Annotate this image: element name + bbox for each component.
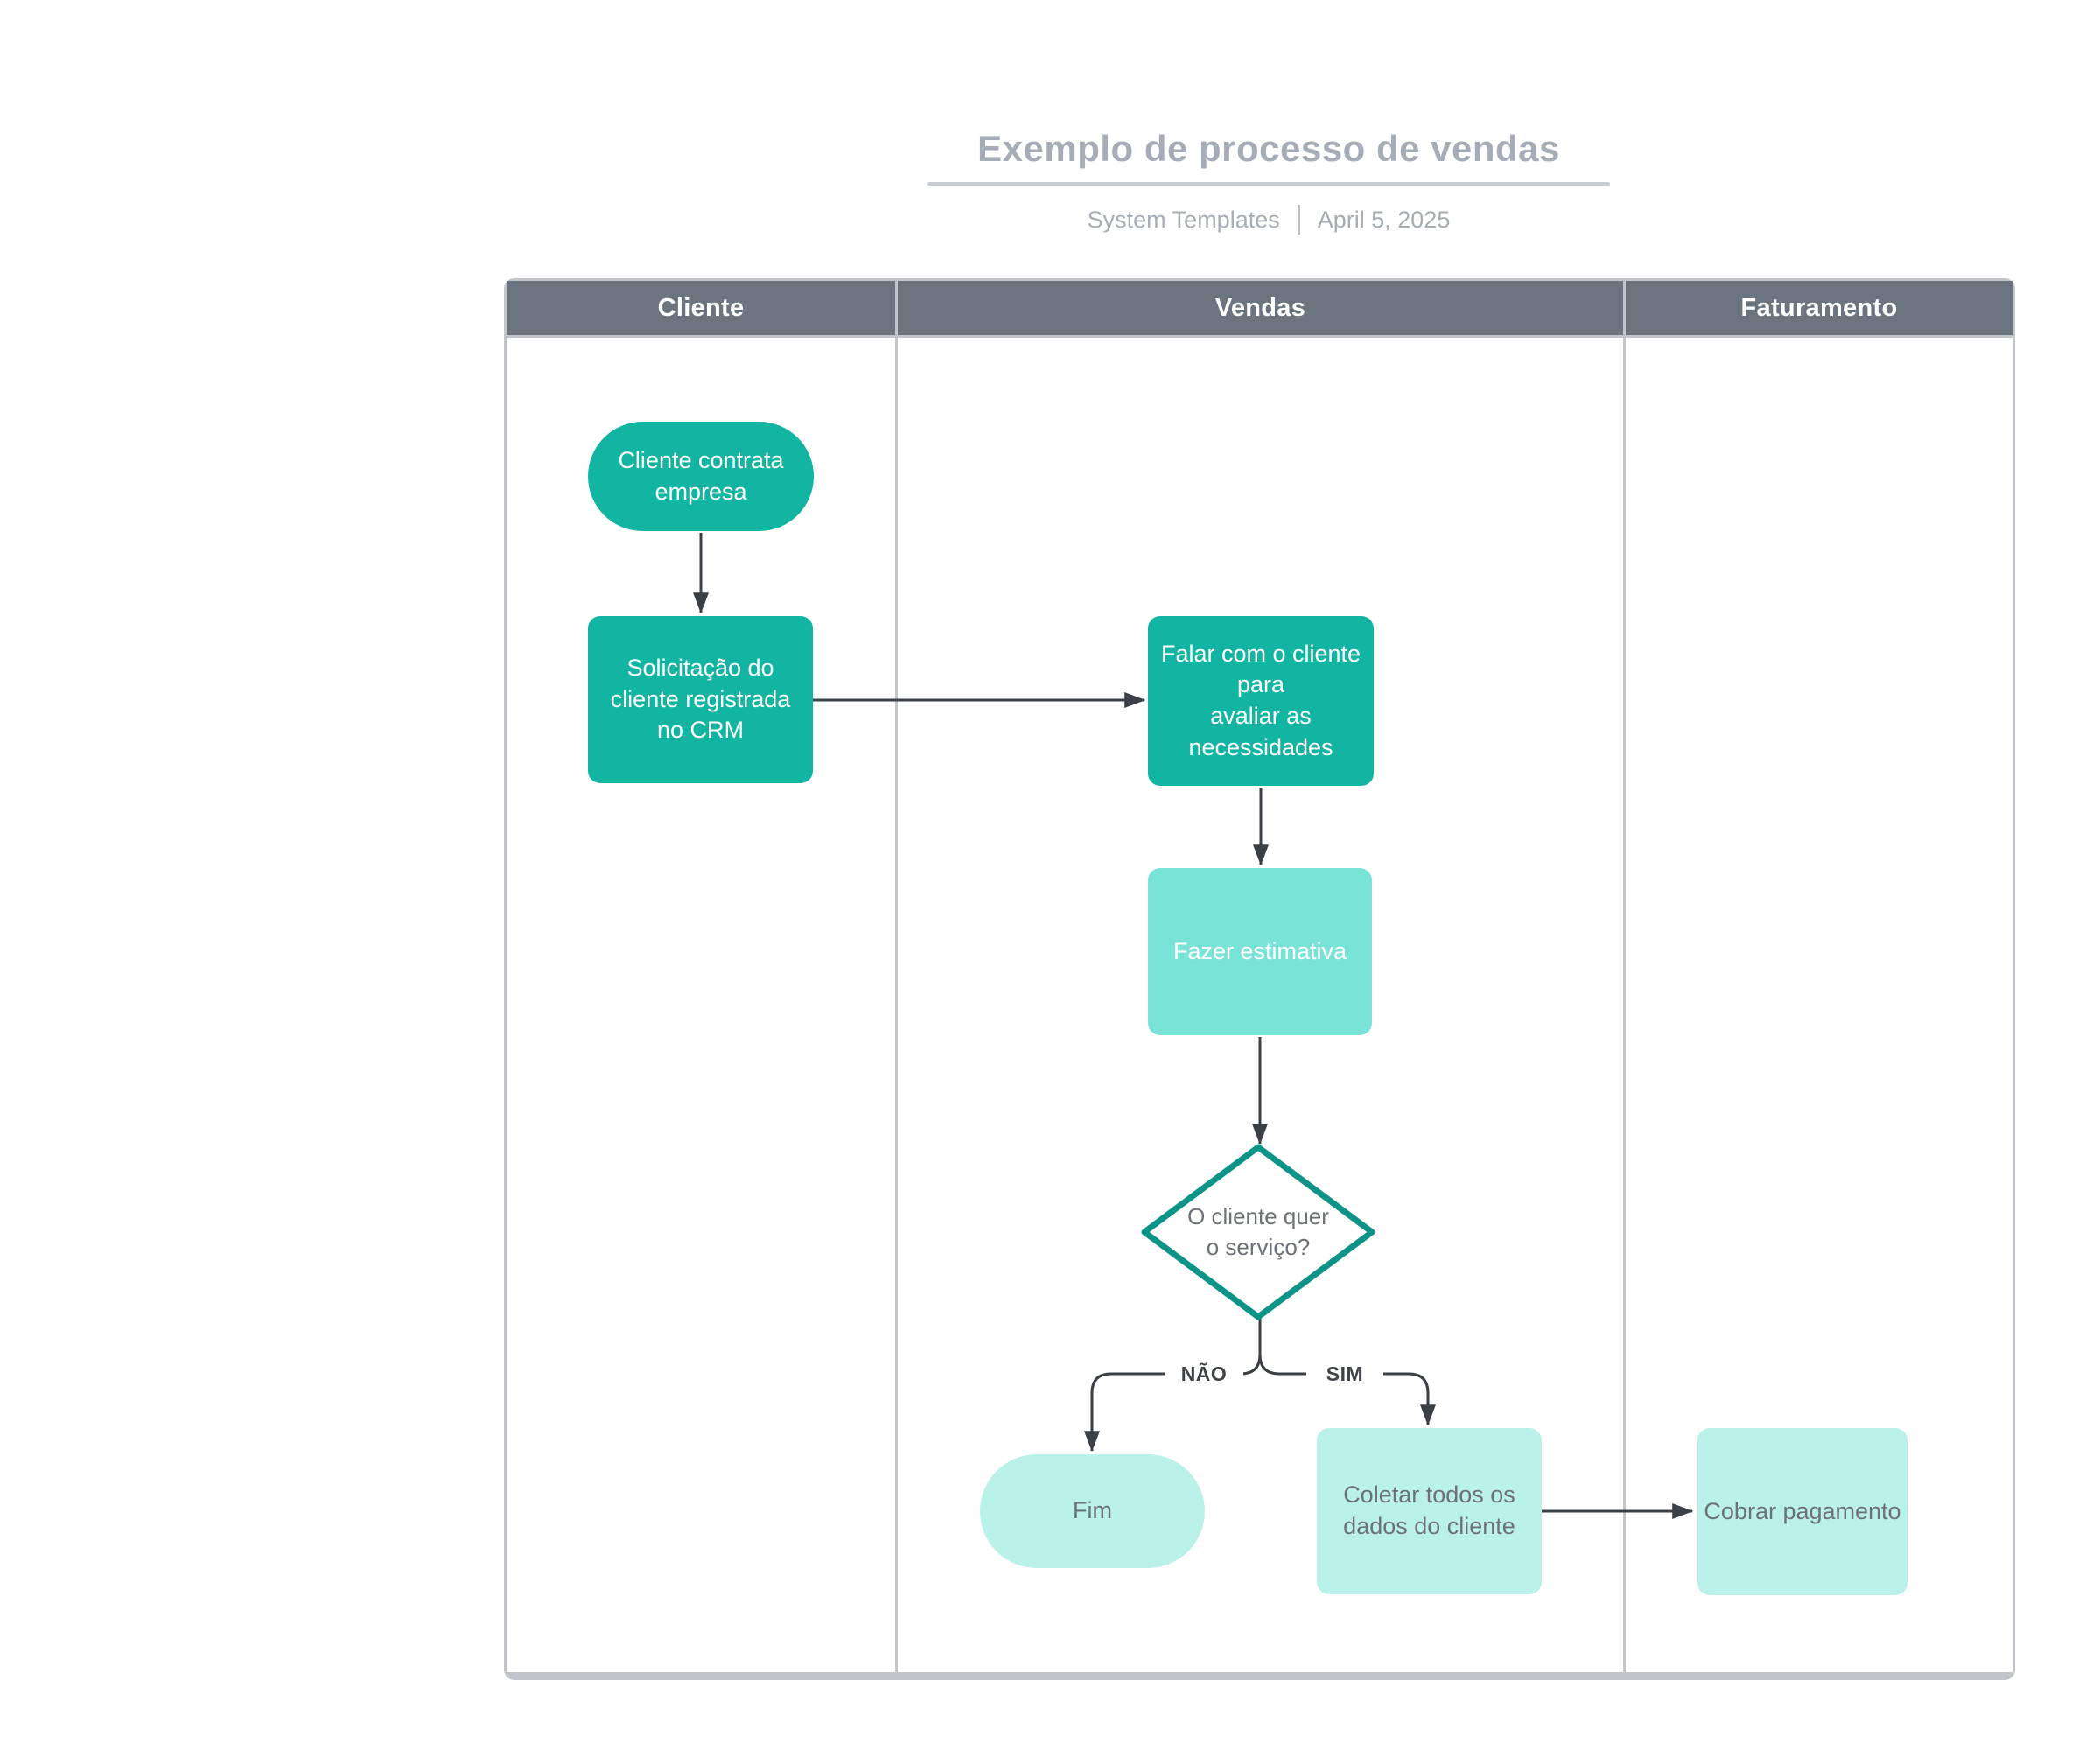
node-start-terminator: Cliente contrata empresa xyxy=(588,422,814,531)
node-collect-process: Coletar todos os dados do cliente xyxy=(1317,1428,1542,1594)
lane-header-faturamento: Faturamento xyxy=(1626,281,2012,335)
node-decision-diamond: O cliente quer o serviço? xyxy=(1141,1144,1376,1320)
edge-label-no: NÃO xyxy=(1165,1357,1243,1390)
node-talk-process: Falar com o cliente para avaliar as nece… xyxy=(1148,616,1374,786)
lane-header-vendas: Vendas xyxy=(898,281,1623,335)
edge-label-yes: SIM xyxy=(1306,1357,1383,1390)
page-title: Exemplo de processo de vendas xyxy=(977,128,1560,169)
subtitle-separator xyxy=(1297,205,1300,234)
title-underline xyxy=(928,182,1610,186)
decision-label: O cliente quer o serviço? xyxy=(1187,1202,1329,1260)
node-end-terminator: Fim xyxy=(980,1454,1205,1568)
title-block: Exemplo de processo de vendas System Tem… xyxy=(788,128,1750,234)
lane-header-cliente: Cliente xyxy=(507,281,895,335)
node-crm-process: Solicitação do cliente registrada no CRM xyxy=(588,616,813,783)
node-charge-process: Cobrar pagamento xyxy=(1698,1428,1908,1595)
subtitle: System Templates April 5, 2025 xyxy=(788,205,1750,234)
node-estimate-process: Fazer estimativa xyxy=(1148,868,1372,1035)
lane-body-cliente xyxy=(507,338,895,1672)
decision-diamond-shape xyxy=(1141,1144,1376,1320)
date-label: April 5, 2025 xyxy=(1317,206,1451,233)
author-label: System Templates xyxy=(1087,206,1280,233)
